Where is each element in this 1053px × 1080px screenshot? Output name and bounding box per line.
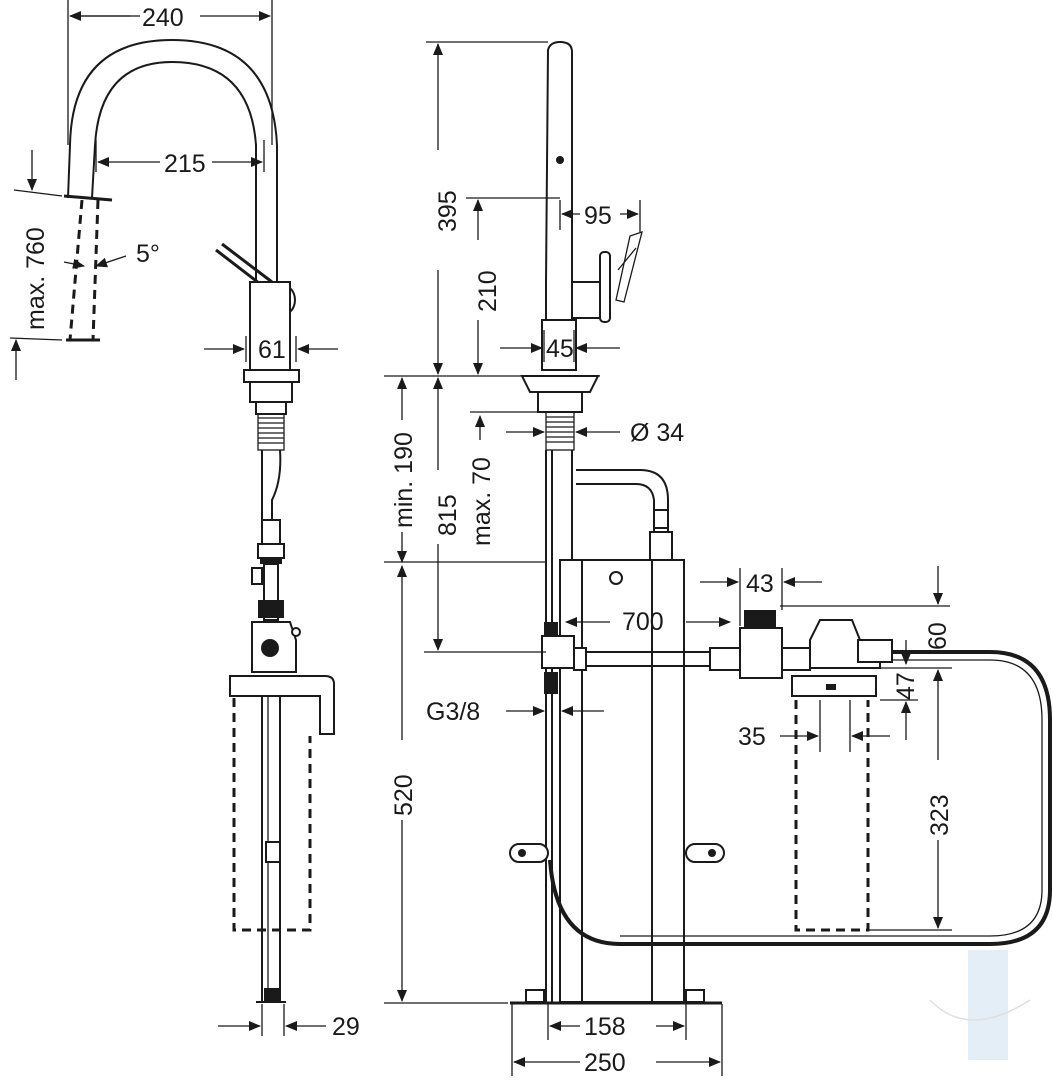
spray-dashed-outline <box>68 199 100 341</box>
dim-395: 395 <box>434 190 462 232</box>
dim-815: 815 <box>434 494 462 536</box>
side-view: 395 210 95 45 Ø 34 max. 70 min. 190 <box>384 40 1052 1077</box>
dim-35: 35 <box>738 723 766 751</box>
dim-700: 700 <box>622 608 664 636</box>
spout-column <box>545 40 573 283</box>
dim-210: 210 <box>474 270 502 312</box>
dim-520: 520 <box>390 774 418 816</box>
dim-min-190: min. 190 <box>390 432 418 528</box>
dim-215: 215 <box>164 150 206 178</box>
dim-60: 60 <box>924 622 952 650</box>
counter-bracket <box>229 675 335 735</box>
watermark-mark <box>929 950 1031 1060</box>
return-hose <box>548 650 1052 946</box>
dim-max-70: max. 70 <box>468 457 496 546</box>
dim-45: 45 <box>546 335 574 363</box>
dim-47: 47 <box>892 672 920 700</box>
dim-250: 250 <box>584 1049 626 1077</box>
front-view: 240 215 max. 760 5° 61 29 <box>9 0 360 1041</box>
dim-29: 29 <box>332 1013 360 1041</box>
dim-240: 240 <box>142 4 184 32</box>
dim-diameter-34: Ø 34 <box>630 419 684 447</box>
spout-arc <box>67 38 278 282</box>
dim-g3-8: G3/8 <box>426 698 480 726</box>
dim-angle-5: 5° <box>136 240 160 268</box>
dim-43: 43 <box>746 570 774 598</box>
dim-158: 158 <box>584 1013 626 1041</box>
dim-95: 95 <box>584 202 612 230</box>
dim-61: 61 <box>258 336 286 364</box>
dim-max-760: max. 760 <box>22 227 50 330</box>
dim-323: 323 <box>926 794 954 836</box>
